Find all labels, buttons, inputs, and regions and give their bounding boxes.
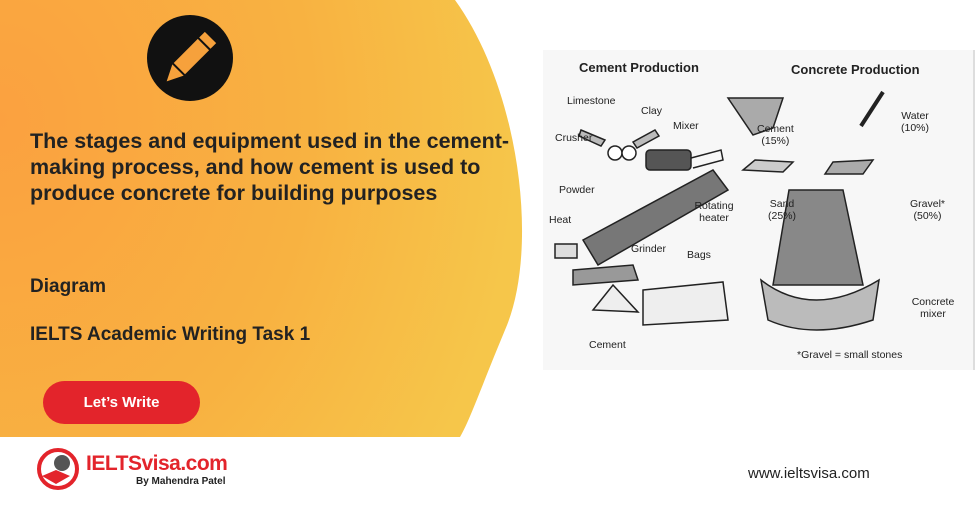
label-grinder: Grinder	[631, 243, 667, 255]
label-water: Water(10%)	[901, 110, 930, 134]
label-cement-output: Cement	[589, 339, 626, 351]
concrete-production-title: Concrete Production	[791, 62, 920, 77]
cement-production-title: Cement Production	[579, 60, 699, 75]
task-type: Diagram	[30, 276, 107, 297]
label-gravel: Gravel*(50%)	[910, 198, 946, 222]
label-powder: Powder	[559, 184, 595, 196]
page-title: The stages and equipment used in the cem…	[30, 129, 510, 205]
lets-write-button[interactable]: Let’s Write	[43, 381, 200, 424]
label-crusher: Crusher	[555, 132, 593, 144]
pencil-icon	[147, 15, 233, 101]
process-diagram: Cement Production Concrete Production Li…	[543, 50, 975, 370]
label-heat: Heat	[549, 214, 572, 226]
label-bags: Bags	[687, 249, 711, 261]
brand-name: IELTSvisa.com	[86, 451, 228, 475]
diagram-illustration	[554, 90, 885, 331]
gravel-footnote: *Gravel = small stones	[797, 349, 903, 361]
orange-background	[0, 0, 535, 437]
brand-byline: By Mahendra Patel	[136, 475, 226, 487]
label-limestone: Limestone	[567, 95, 616, 107]
label-concrete-cement: Cement(15%)	[757, 123, 794, 147]
label-concrete-mixer: Concrete mixer	[911, 296, 955, 320]
task-name: IELTS Academic Writing Task 1	[30, 324, 311, 345]
logo-globe-icon	[37, 448, 79, 490]
label-clay: Clay	[641, 105, 663, 117]
label-sand: Sand(25%)	[768, 198, 797, 222]
website-url[interactable]: www.ieltsvisa.com	[748, 465, 870, 482]
label-mixer: Mixer	[673, 120, 699, 132]
label-rotating-heater: Rotating heater	[694, 200, 734, 224]
